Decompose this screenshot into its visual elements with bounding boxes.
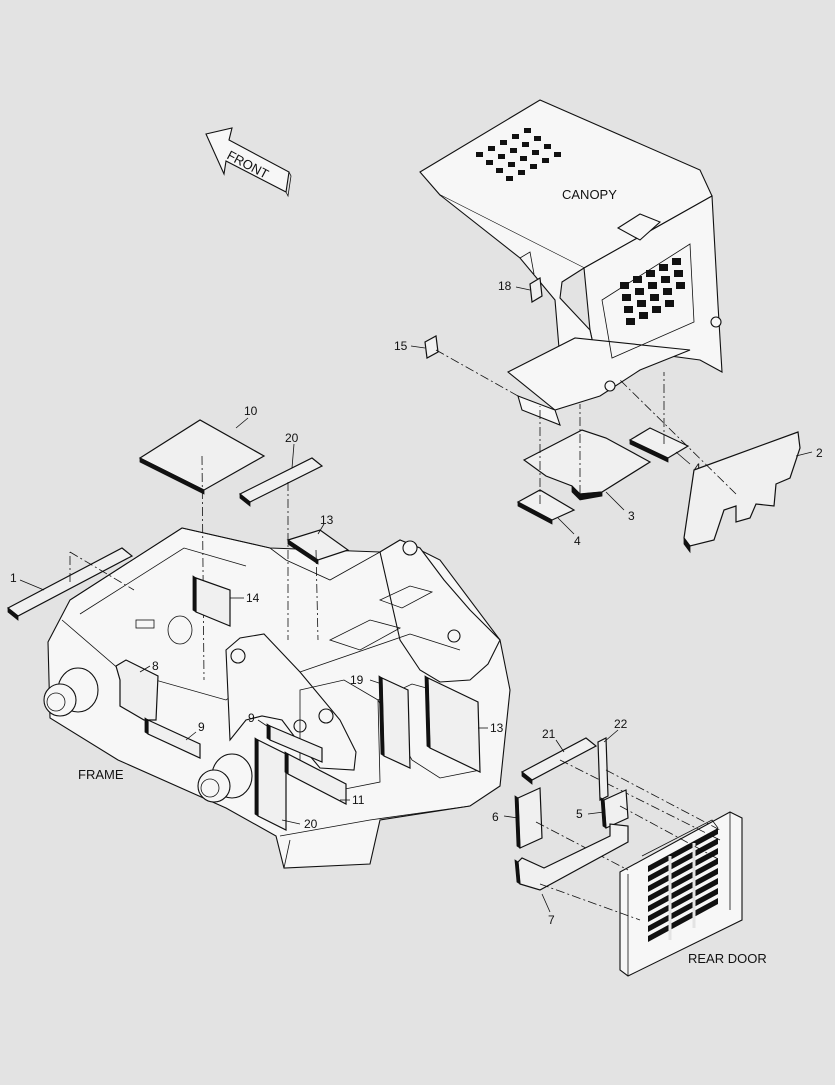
callout-3: 3 xyxy=(628,509,635,523)
callout-10: 10 xyxy=(244,404,258,418)
callout-9-right: 9 xyxy=(248,711,255,725)
callout-5: 5 xyxy=(576,807,583,821)
frame-label: FRAME xyxy=(78,767,124,782)
pad-7 xyxy=(517,823,629,891)
pad-20-lower xyxy=(257,739,287,831)
callout-4-upper: 4 xyxy=(694,461,701,475)
callout-1: 1 xyxy=(10,571,17,585)
canopy-roof-grille xyxy=(476,128,561,181)
callout-6: 6 xyxy=(492,810,499,824)
pad-21 xyxy=(238,457,324,503)
rear-door-pads: 21 22 5 6 7 xyxy=(492,717,721,927)
panel-2 xyxy=(683,431,801,547)
callout-23: 22 xyxy=(614,717,628,731)
pad-4-lower xyxy=(516,489,576,521)
callout-9-left: 9 xyxy=(198,720,205,734)
callout-14: 13 xyxy=(320,513,334,527)
frame-fitting-right xyxy=(197,753,253,803)
callout-19: 18 xyxy=(498,279,512,293)
callout-11: 11 xyxy=(352,793,365,807)
callout-7: 7 xyxy=(548,913,555,927)
pad-8 xyxy=(115,659,159,721)
callout-22: 21 xyxy=(542,727,556,741)
pad-23 xyxy=(597,737,609,801)
callout-20-lower: 20 xyxy=(304,817,318,831)
rear-door-grille xyxy=(648,828,718,942)
frame-assembly: FRAME xyxy=(43,527,511,869)
canopy-side-grille xyxy=(620,258,685,325)
callout-15: 14 xyxy=(246,591,260,605)
rear-door-label: REAR DOOR xyxy=(688,951,767,966)
callout-2: 2 xyxy=(816,446,823,460)
callout-8: 8 xyxy=(152,659,159,673)
pad-20-upper xyxy=(381,677,411,769)
frame-pads: 10 20 13 1 14 8 9 xyxy=(6,404,504,831)
callout-4-lower: 4 xyxy=(574,534,581,548)
canopy-assembly: CANOPY xyxy=(419,99,723,426)
pad-18 xyxy=(424,335,439,359)
front-arrow: FRONT xyxy=(205,127,292,198)
rear-door-assembly: REAR DOOR xyxy=(619,811,767,977)
canopy-label: CANOPY xyxy=(562,187,617,202)
frame-fitting-left xyxy=(43,667,99,717)
callout-20-upper: 19 xyxy=(350,673,364,687)
pad-19 xyxy=(529,277,543,303)
canopy-pads: 18 15 3 4 4 2 xyxy=(394,277,823,554)
pad-6 xyxy=(517,787,543,849)
callout-18: 15 xyxy=(394,339,408,353)
callout-13: 13 xyxy=(490,721,504,735)
callout-21: 20 xyxy=(285,431,299,445)
